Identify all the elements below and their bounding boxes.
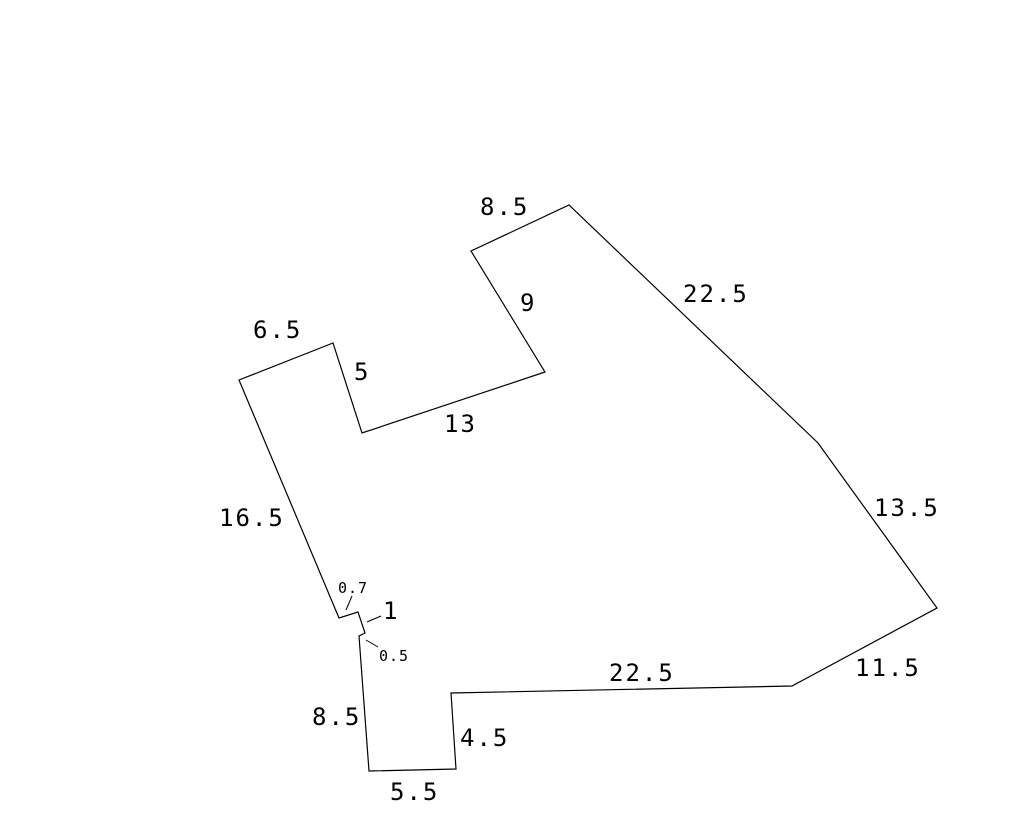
label-bottom-long: 22.5 <box>609 659 675 687</box>
label-top-right-top: 8.5 <box>480 193 529 221</box>
label-right-lower: 13.5 <box>874 494 940 522</box>
leader-line-0.5 <box>365 639 379 648</box>
label-tiny-a: 0.7 <box>338 579 368 597</box>
label-bottom-right: 11.5 <box>855 654 921 682</box>
label-top-right-left: 9 <box>520 289 536 317</box>
label-top-left-right: 5 <box>354 358 370 386</box>
label-bottom-small: 5.5 <box>390 778 439 806</box>
label-notch-bottom: 13 <box>444 410 477 438</box>
label-right-upper: 22.5 <box>683 280 749 308</box>
polygon-outline <box>238 204 938 772</box>
label-left-upper: 16.5 <box>219 504 285 532</box>
leader-line-0.7 <box>345 595 353 611</box>
label-bottom-step: 4.5 <box>460 724 509 752</box>
label-top-left-top: 6.5 <box>253 316 302 344</box>
label-tiny-c: 0.5 <box>379 647 409 665</box>
label-tiny-b: 1 <box>383 597 399 625</box>
leader-line-1 <box>366 615 382 623</box>
label-left-lower: 8.5 <box>312 703 361 731</box>
